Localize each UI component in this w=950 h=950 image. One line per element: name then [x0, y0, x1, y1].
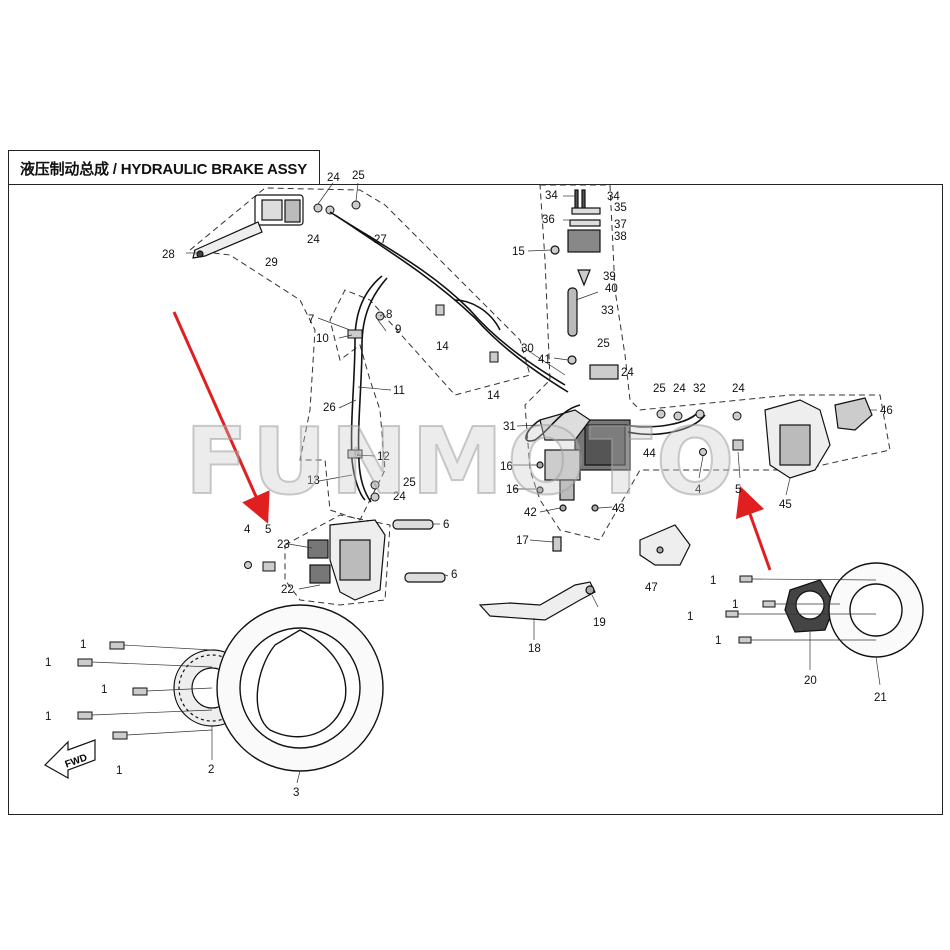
rear-disc-carrier — [784, 579, 836, 633]
right-bolts — [656, 409, 744, 456]
callout-34a: 34 — [545, 190, 558, 202]
callout-1d: 1 — [45, 711, 51, 723]
front-caliper — [307, 519, 446, 601]
callout-24e: 24 — [673, 383, 686, 395]
callout-21: 21 — [874, 692, 887, 704]
callout-2: 2 — [208, 764, 214, 776]
callout-25d: 25 — [653, 383, 666, 395]
callout-24c: 24 — [393, 491, 406, 503]
callout-41: 41 — [538, 354, 551, 366]
callout-1c: 1 — [101, 684, 107, 696]
callout-28: 28 — [162, 249, 175, 261]
rear-brake-disc — [828, 562, 924, 658]
callout-1e: 1 — [116, 765, 122, 777]
callout-12: 12 — [377, 451, 390, 463]
front-brake-hoses — [329, 211, 569, 503]
callout-9: 9 — [395, 324, 401, 336]
callout-36: 36 — [542, 214, 555, 226]
front-brake-disc — [216, 604, 384, 772]
callout-27: 27 — [374, 234, 387, 246]
callout-1a: 1 — [80, 639, 86, 651]
callout-45: 45 — [779, 499, 792, 511]
callout-5b: 5 — [735, 484, 741, 496]
banjo-bolts-top — [313, 200, 361, 215]
callout-8: 8 — [386, 309, 392, 321]
callout-42: 42 — [524, 507, 537, 519]
rear-bolt-leaders — [738, 578, 877, 641]
callout-46: 46 — [880, 405, 893, 417]
callout-26: 26 — [323, 402, 336, 414]
callout-13: 13 — [307, 475, 320, 487]
callout-29: 29 — [265, 257, 278, 269]
callout-34b: 34 — [607, 191, 620, 203]
front-bolt-leaders — [91, 644, 213, 736]
callout-10: 10 — [316, 333, 329, 345]
rear-caliper — [764, 397, 873, 479]
callout-3: 3 — [293, 787, 299, 799]
callout-37: 37 — [614, 219, 627, 231]
abs-module — [536, 409, 631, 512]
callout-16a: 16 — [500, 461, 513, 473]
front-master-cylinder — [192, 194, 304, 259]
diagram-title: 液压制动总成 / HYDRAULIC BRAKE ASSY — [20, 161, 307, 178]
bracket-47 — [639, 524, 691, 566]
callout-6a: 6 — [443, 519, 449, 531]
callout-17: 17 — [516, 535, 529, 547]
callout-20: 20 — [804, 675, 817, 687]
callout-35: 35 — [614, 202, 627, 214]
callout-24d: 24 — [621, 367, 634, 379]
callout-11: 11 — [393, 385, 405, 397]
front-disc-bolts — [77, 641, 148, 740]
callout-18: 18 — [528, 643, 541, 655]
callout-15: 15 — [512, 246, 525, 258]
callout-23: 23 — [277, 539, 290, 551]
callout-1h: 1 — [687, 611, 693, 623]
callout-44: 44 — [643, 448, 656, 460]
fwd-arrow-icon — [44, 739, 96, 780]
callout-30: 30 — [521, 343, 534, 355]
title-box — [8, 150, 320, 184]
callout-1b: 1 — [45, 657, 51, 669]
callout-14b: 14 — [487, 390, 500, 402]
diagram-frame — [8, 184, 943, 815]
callout-22: 22 — [281, 584, 294, 596]
callout-32: 32 — [693, 383, 706, 395]
callout-4a: 4 — [244, 524, 251, 536]
callout-5a: 5 — [265, 524, 271, 536]
watermark: FUNMOTO — [184, 407, 739, 516]
callout-7: 7 — [308, 314, 314, 326]
callout-25b: 25 — [403, 477, 416, 489]
callout-24a: 24 — [327, 172, 340, 184]
callout-24b: 24 — [307, 234, 320, 246]
callout-39: 39 — [603, 271, 616, 283]
rear-master-cylinder — [550, 189, 619, 380]
dashed-outlines — [188, 184, 891, 606]
callout-19: 19 — [593, 617, 606, 629]
callout-leaders — [186, 182, 881, 784]
callout-6b: 6 — [451, 569, 457, 581]
callout-1g: 1 — [732, 599, 738, 611]
callout-40: 40 — [605, 283, 618, 295]
brake-pedal — [478, 536, 596, 621]
red-arrows — [172, 311, 772, 571]
bleed-valve-small — [244, 561, 276, 572]
callout-47: 47 — [645, 582, 658, 594]
callout-1f: 1 — [710, 575, 716, 587]
callout-25a: 25 — [352, 170, 365, 182]
callout-33: 33 — [601, 305, 614, 317]
callout-14a: 14 — [436, 341, 449, 353]
callout-24f: 24 — [732, 383, 745, 395]
callout-25c: 25 — [597, 338, 610, 350]
callout-38: 38 — [614, 231, 627, 243]
callout-16b: 16 — [506, 484, 519, 496]
callout-43: 43 — [612, 503, 625, 515]
callout-31: 31 — [503, 421, 516, 433]
callout-4b: 4 — [695, 484, 702, 496]
callout-1i: 1 — [715, 635, 721, 647]
